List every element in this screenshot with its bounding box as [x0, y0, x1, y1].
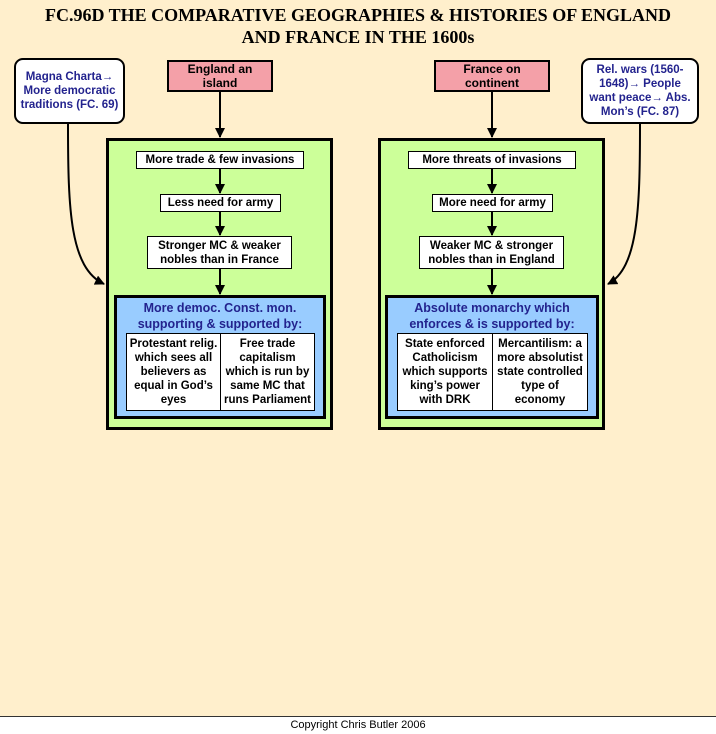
england-result-title: More democ. Const. mon. supporting & sup… — [137, 301, 303, 331]
england-step-trade: More trade & few invasions — [136, 151, 304, 169]
france-continent-header: France on continent — [434, 60, 550, 92]
page-title: FC.96D THE COMPARATIVE GEOGRAPHIES & HIS… — [0, 4, 716, 48]
title-line-1: FC.96D THE COMPARATIVE GEOGRAPHIES & HIS… — [44, 5, 672, 25]
france-result-table: State enforced Catholicism which support… — [397, 333, 588, 411]
magna-charta-note: Magna Charta→ More democratic traditions… — [14, 58, 125, 124]
footer-divider — [0, 716, 716, 717]
arrow-magna-charta-to-england — [67, 123, 105, 285]
france-result-title: Absolute monarchy which enforces & is su… — [409, 301, 575, 331]
england-result-table: Protestant relig. which sees all believe… — [126, 333, 315, 411]
england-step-middle-class: Stronger MC & weaker nobles than in Fran… — [147, 236, 292, 269]
france-cell-economy: Mercantilism: a more absolutist state co… — [492, 334, 587, 410]
france-step-army: More need for army — [432, 194, 553, 212]
title-line-2: AND FRANCE IN THE 1600s — [241, 27, 475, 47]
france-step-middle-class: Weaker MC & stronger nobles than in Engl… — [419, 236, 564, 269]
france-result-box: Absolute monarchy which enforces & is su… — [385, 295, 599, 419]
arrow-religious-wars-to-france — [607, 123, 641, 285]
england-cell-religion: Protestant relig. which sees all believe… — [129, 338, 218, 406]
france-step-invasions: More threats of invasions — [408, 151, 576, 169]
england-result-box: More democ. Const. mon. supporting & sup… — [114, 295, 326, 419]
connector-arrows — [67, 92, 641, 295]
copyright-footer: Copyright Chris Butler 2006 — [290, 719, 426, 731]
england-step-army: Less need for army — [160, 194, 281, 212]
france-cell-religion: State enforced Catholicism which support… — [402, 338, 488, 406]
page-background: FC.96D THE COMPARATIVE GEOGRAPHIES & HIS… — [0, 0, 716, 716]
religious-wars-note: Rel. wars (1560-1648)→ People want peace… — [581, 58, 699, 124]
england-cell-economy: Free trade capitalism which is run by sa… — [220, 334, 314, 410]
england-island-header: England an island — [167, 60, 273, 92]
